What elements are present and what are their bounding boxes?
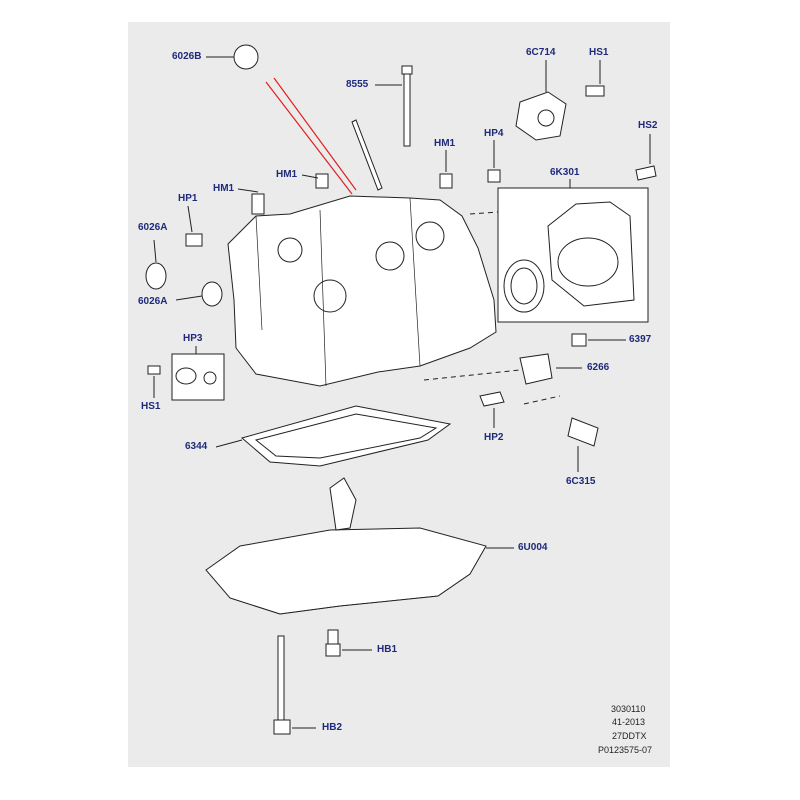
callout-HS1-left: HS1	[141, 401, 161, 412]
callout-HP1: HP1	[178, 193, 198, 204]
callout-HM1-left: HM1	[213, 183, 235, 194]
callout-6U004: 6U004	[518, 542, 548, 553]
callout-HS1-top: HS1	[589, 47, 609, 58]
part-6397-sensor	[571, 333, 626, 347]
part-6K301-rear-seal-box	[497, 179, 649, 323]
part-6344-gasket	[215, 405, 452, 467]
part-HP2-plug	[479, 391, 561, 428]
footer-code-3: 27DDTX	[612, 731, 647, 741]
footer-code-2: 41-2013	[612, 717, 646, 727]
callout-6026A-bottom: 6026A	[138, 296, 168, 307]
part-HS2-bolt	[635, 134, 657, 181]
part-HP4-plug	[487, 140, 501, 183]
callout-8555: 8555	[346, 79, 369, 90]
callout-HS2: HS2	[638, 120, 658, 131]
callout-HB1: HB1	[377, 644, 398, 655]
part-HP3-sensor-assembly	[147, 346, 225, 401]
callout-HP4: HP4	[484, 128, 504, 139]
callout-HM1-mid: HM1	[276, 169, 298, 180]
part-6C315-sensor	[567, 417, 599, 472]
footer-code-4: P0123575-07	[598, 745, 653, 755]
callout-6026B: 6026B	[172, 51, 202, 62]
callout-HP2: HP2	[484, 432, 504, 443]
part-6C714-housing	[515, 60, 567, 141]
part-guide-pin	[351, 119, 383, 191]
part-8555-tube	[375, 65, 413, 147]
callout-6C315: 6C315	[566, 476, 596, 487]
callout-HP3: HP3	[183, 333, 203, 344]
part-HB2-bolt	[273, 635, 316, 735]
part-HB1-bolt	[325, 629, 372, 657]
part-6026A-seals	[145, 239, 223, 307]
highlight-lines	[265, 77, 357, 195]
callout-6026A-top: 6026A	[138, 222, 168, 233]
part-HS1-bolt-top	[585, 60, 605, 97]
callout-6266: 6266	[587, 362, 610, 373]
callout-HM1-right: HM1	[434, 138, 456, 149]
callout-6344: 6344	[185, 441, 208, 452]
callout-6K301: 6K301	[550, 167, 580, 178]
part-6U004-oil-pan	[205, 477, 514, 615]
callout-HB2: HB2	[322, 722, 343, 733]
footer-code-1: 3030110	[611, 704, 646, 714]
part-HP1-plug	[185, 205, 203, 247]
callout-6397: 6397	[629, 334, 652, 345]
callout-6C714: 6C714	[526, 47, 556, 58]
part-6266-bracket	[423, 353, 582, 385]
part-6026B-cap	[206, 44, 259, 70]
part-engine-block	[227, 195, 499, 387]
